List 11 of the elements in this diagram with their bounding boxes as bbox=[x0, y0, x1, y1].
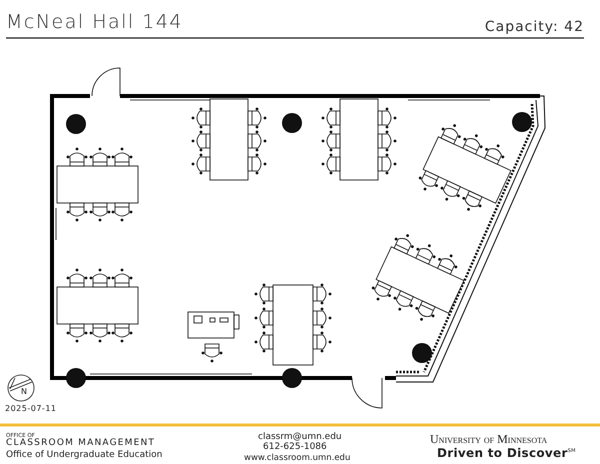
phone-number: 612-625-1086 bbox=[263, 443, 327, 453]
department-label: CLASSROOM MANAGEMENT bbox=[6, 439, 156, 449]
contact-email: classrm@umn.edu bbox=[258, 433, 342, 442]
department-label: Office of Undergraduate Education bbox=[6, 451, 162, 461]
slogan: Driven to Discover$^{SM}$ bbox=[437, 447, 576, 460]
date-label: 2025-07-11 bbox=[5, 405, 56, 414]
room-title: McNeal Hall 144 bbox=[6, 12, 183, 33]
capacity-label: Capacity: 42 bbox=[484, 20, 584, 36]
website-address: www.classroom.umn.edu bbox=[244, 454, 350, 464]
university-name: University of Minnesota bbox=[430, 433, 548, 446]
north-label: N bbox=[21, 388, 27, 397]
